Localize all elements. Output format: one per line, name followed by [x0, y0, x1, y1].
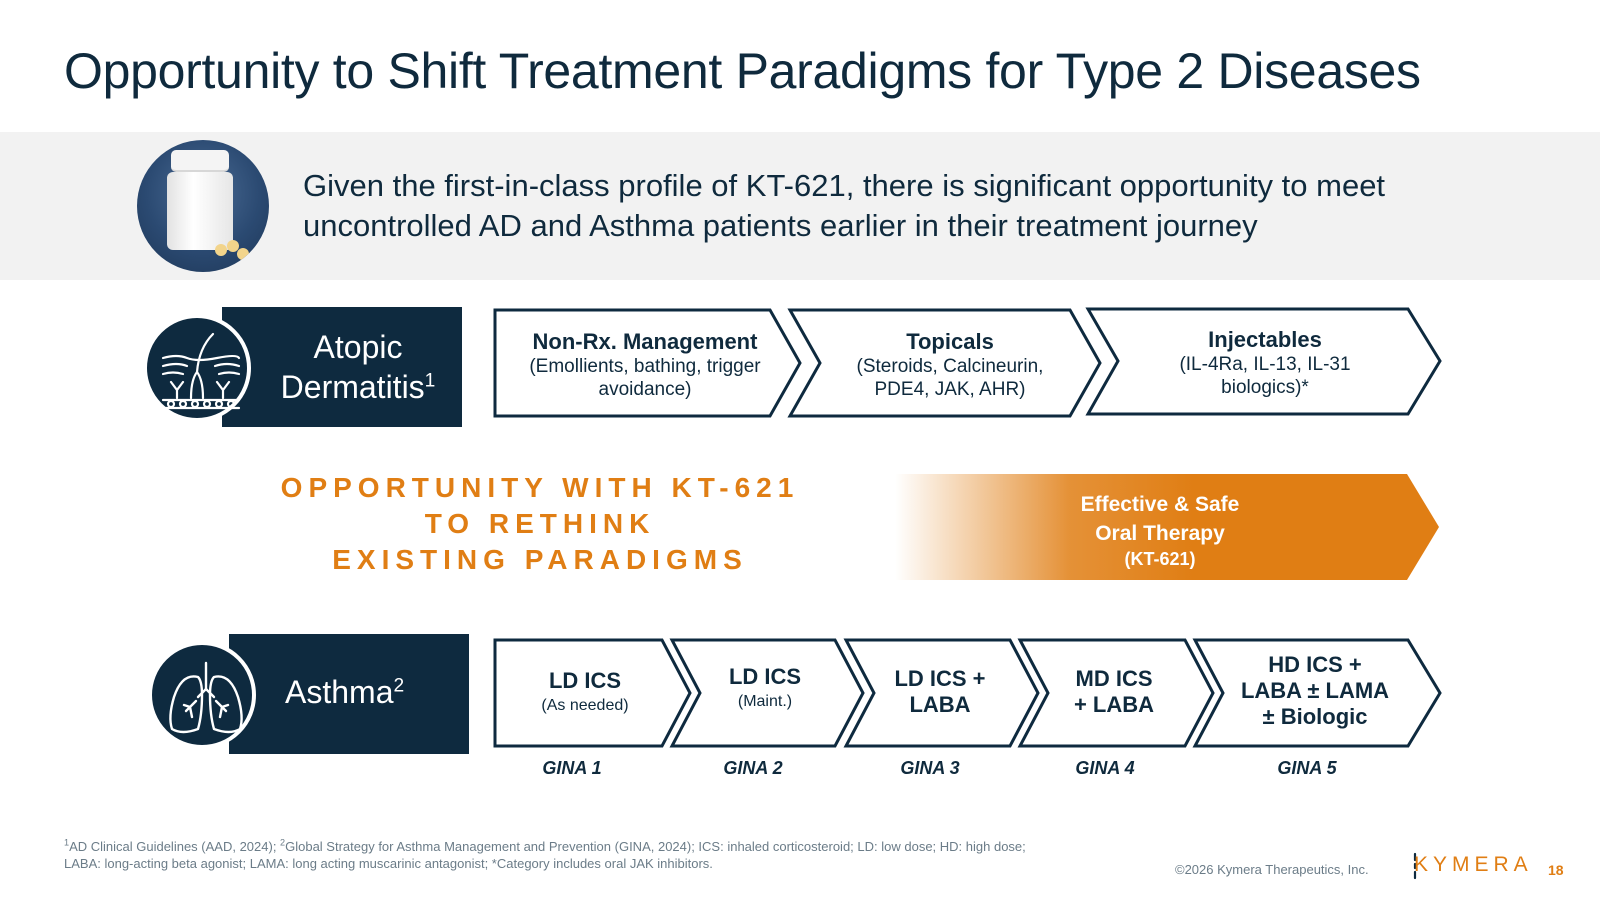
atopic-dermatitis-label: Atopic Dermatitis1	[222, 307, 462, 427]
chevron-injectables-text: Injectables (IL-4Ra, IL-13, IL-31 biolog…	[1179, 327, 1351, 398]
gina-label: GINA 2	[723, 758, 783, 778]
chevron-topicals	[787, 308, 1102, 418]
summary-text: Given the first-in-class profile of KT-6…	[303, 168, 1386, 243]
chevron-gina-2	[669, 638, 865, 748]
pill-bottle-image	[137, 140, 269, 272]
chevron-gina-3	[843, 638, 1040, 748]
copyright: ©2026 Kymera Therapeutics, Inc.	[1175, 862, 1369, 877]
chevron-gina-4-text: MD ICS + LABA	[1073, 666, 1155, 717]
chevron-gina-2-text: LD ICS (Maint.)	[728, 664, 802, 710]
kymera-logo: KYMERA	[1414, 853, 1533, 876]
chevron-gina-1	[493, 638, 692, 748]
asthma-label: Asthma2	[229, 634, 469, 754]
chevron-gina-1-text: LD ICS (As needed)	[541, 668, 629, 714]
gina-label: GINA 3	[900, 758, 960, 778]
gina-label: GINA 4	[1075, 758, 1135, 778]
kymera-logo-mark-icon	[1413, 852, 1417, 880]
chevron-gina-5	[1192, 638, 1442, 748]
chevron-non-rx-text: Non-Rx. Management (Emollients, bathing,…	[529, 329, 761, 400]
oral-therapy-text: Effective & Safe Oral Therapy (KT-621)	[1080, 493, 1240, 569]
chevron-injectables	[1085, 307, 1442, 416]
footnote: 1AD Clinical Guidelines (AAD, 2024); 2Gl…	[64, 837, 1026, 871]
chevron-gina-4	[1017, 638, 1215, 748]
chevron-gina-3-text: LD ICS + LABA	[894, 666, 986, 717]
opportunity-text: OPPORTUNITY WITH KT-621 TO RETHINK EXIST…	[280, 472, 800, 575]
page-title: Opportunity to Shift Treatment Paradigms…	[64, 43, 1421, 99]
chevron-gina-5-text: HD ICS + LABA ± LAMA ± Biologic	[1240, 652, 1390, 729]
skin-hair-icon	[143, 314, 251, 422]
chevron-topicals-text: Topicals (Steroids, Calcineurin, PDE4, J…	[856, 329, 1044, 400]
lungs-icon	[148, 641, 256, 749]
gina-label: GINA 5	[1277, 758, 1337, 778]
gina-label: GINA 1	[542, 758, 602, 778]
chevron-non-rx	[493, 308, 802, 418]
oral-therapy-arrow	[895, 474, 1439, 580]
page-number: 18	[1548, 862, 1564, 878]
